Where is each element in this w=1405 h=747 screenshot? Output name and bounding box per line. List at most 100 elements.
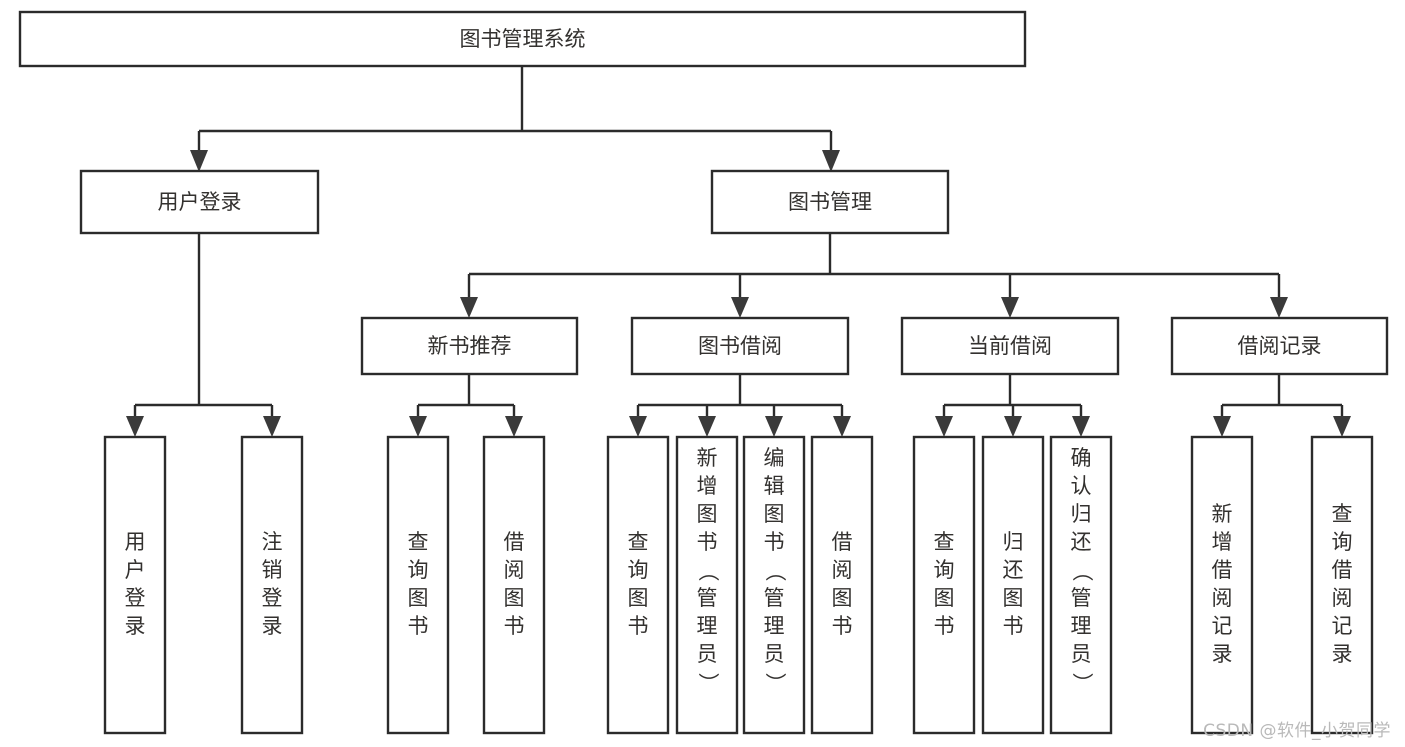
node-label-char: 还: [1071, 530, 1092, 554]
node-user-login[interactable]: 用户登录: [79, 169, 320, 235]
node-leaf-return-book[interactable]: 归还图书归还图书: [981, 435, 1045, 735]
node-box-leaf-logout[interactable]: [240, 435, 304, 735]
node-leaf-add-borrow-record[interactable]: 新增借阅记录新增借阅记录: [1190, 435, 1254, 735]
node-label-char: 询: [934, 558, 955, 582]
node-label-char: 归: [1003, 530, 1024, 554]
node-label-char: ）: [763, 673, 787, 694]
node-borrow-record[interactable]: 借阅记录: [1170, 316, 1389, 376]
node-label-char: ）: [696, 673, 720, 694]
node-label-book-manage: 图书管理: [788, 190, 872, 214]
node-label-char: 图: [408, 586, 429, 610]
node-label-char: 录: [262, 614, 283, 638]
node-label-char: 记: [1332, 614, 1353, 638]
node-box-leaf-query-book-recommend[interactable]: [386, 435, 450, 735]
node-book-borrow[interactable]: 图书借阅: [630, 316, 850, 376]
node-label-char: （: [696, 561, 720, 582]
node-label-char: 管: [764, 586, 785, 610]
node-label-char: 书: [1003, 614, 1024, 638]
nodes-group: 图书管理系统用户登录图书管理新书推荐图书借阅当前借阅借阅记录用户登录用户登录注销…: [18, 10, 1389, 735]
node-label-char: 注: [262, 530, 283, 554]
node-box-book-borrow[interactable]: [630, 316, 850, 376]
arrow-icon: [409, 416, 427, 437]
node-box-user-login[interactable]: [79, 169, 320, 235]
node-label-char: 借: [1332, 558, 1353, 582]
arrow-icon: [698, 416, 716, 437]
node-root[interactable]: 图书管理系统: [18, 10, 1027, 68]
arrow-icon: [126, 416, 144, 437]
arrow-icon: [1001, 297, 1019, 318]
node-label-char: 询: [408, 558, 429, 582]
node-leaf-borrow-book[interactable]: 借阅图书借阅图书: [810, 435, 874, 735]
node-label-char: 认: [1071, 474, 1092, 498]
node-label-book-borrow: 图书借阅: [698, 334, 782, 358]
node-label-char: 询: [1332, 530, 1353, 554]
node-label-char: 图: [1003, 586, 1024, 610]
arrow-icon: [731, 297, 749, 318]
node-label-char: 管: [697, 586, 718, 610]
node-box-leaf-user-login[interactable]: [103, 435, 167, 735]
node-label-char: 查: [408, 530, 429, 554]
arrow-icon: [822, 150, 840, 172]
watermark-text: CSDN @软件_小贺同学: [1203, 721, 1391, 741]
node-label-char: 书: [764, 530, 785, 554]
node-leaf-query-borrow-record[interactable]: 查询借阅记录查询借阅记录: [1310, 435, 1374, 735]
node-box-borrow-record[interactable]: [1170, 316, 1389, 376]
arrow-icon: [1333, 416, 1351, 437]
node-current-borrow[interactable]: 当前借阅: [900, 316, 1120, 376]
arrow-icon: [765, 416, 783, 437]
node-box-leaf-query-book-current[interactable]: [912, 435, 976, 735]
node-box-leaf-query-book-borrow[interactable]: [606, 435, 670, 735]
node-new-book-recommend[interactable]: 新书推荐: [360, 316, 579, 376]
connectors-group: [133, 66, 1344, 418]
node-label-char: 书: [408, 614, 429, 638]
node-label-char: 新: [697, 446, 718, 470]
node-box-leaf-edit-book-admin[interactable]: [742, 435, 806, 735]
node-label-char: 增: [697, 474, 718, 498]
node-leaf-query-book-recommend[interactable]: 查询图书查询图书: [386, 435, 450, 735]
node-box-leaf-add-book-admin[interactable]: [675, 435, 739, 735]
node-label-char: 图: [504, 586, 525, 610]
node-box-leaf-borrow-book-recommend[interactable]: [482, 435, 546, 735]
node-box-leaf-confirm-return-admin[interactable]: [1049, 435, 1113, 735]
node-label-char: 借: [504, 530, 525, 554]
node-label-char: 图: [628, 586, 649, 610]
connector-new-book-recommend-bus: [416, 374, 516, 418]
node-leaf-query-book-borrow[interactable]: 查询图书查询图书: [606, 435, 670, 735]
node-label-new-book-recommend: 新书推荐: [428, 334, 512, 358]
node-leaf-logout[interactable]: 注销登录注销登录: [240, 435, 304, 735]
node-label-char: 户: [125, 558, 146, 582]
node-label-char: 用: [125, 530, 146, 554]
node-label-char: 销: [262, 558, 283, 582]
node-label-char: 图: [832, 586, 853, 610]
node-label-user-login: 用户登录: [158, 190, 242, 214]
node-box-leaf-query-borrow-record[interactable]: [1310, 435, 1374, 735]
node-label-char: 理: [697, 614, 718, 638]
node-label-char: 理: [764, 614, 785, 638]
node-label-char: 理: [1071, 614, 1092, 638]
node-label-char: 书: [832, 614, 853, 638]
node-box-leaf-return-book[interactable]: [981, 435, 1045, 735]
node-leaf-query-book-current[interactable]: 查询图书查询图书: [912, 435, 976, 735]
node-box-current-borrow[interactable]: [900, 316, 1120, 376]
node-book-manage[interactable]: 图书管理: [710, 169, 950, 235]
arrow-icon: [1072, 416, 1090, 437]
arrow-icon: [505, 416, 523, 437]
node-box-root[interactable]: [18, 10, 1027, 68]
node-label-char: 辑: [764, 474, 785, 498]
node-box-new-book-recommend[interactable]: [360, 316, 579, 376]
arrow-icon: [190, 150, 208, 172]
node-box-leaf-add-borrow-record[interactable]: [1190, 435, 1254, 735]
node-label-char: 员: [764, 642, 785, 666]
node-label-char: 录: [125, 614, 146, 638]
node-box-book-manage[interactable]: [710, 169, 950, 235]
node-leaf-user-login[interactable]: 用户登录用户登录: [103, 435, 167, 735]
arrow-icon: [460, 297, 478, 318]
node-label-char: 编: [764, 446, 785, 470]
node-label-char: 登: [125, 586, 146, 610]
node-leaf-borrow-book-recommend[interactable]: 借阅图书借阅图书: [482, 435, 546, 735]
node-box-leaf-borrow-book[interactable]: [810, 435, 874, 735]
node-label-char: 登: [262, 586, 283, 610]
